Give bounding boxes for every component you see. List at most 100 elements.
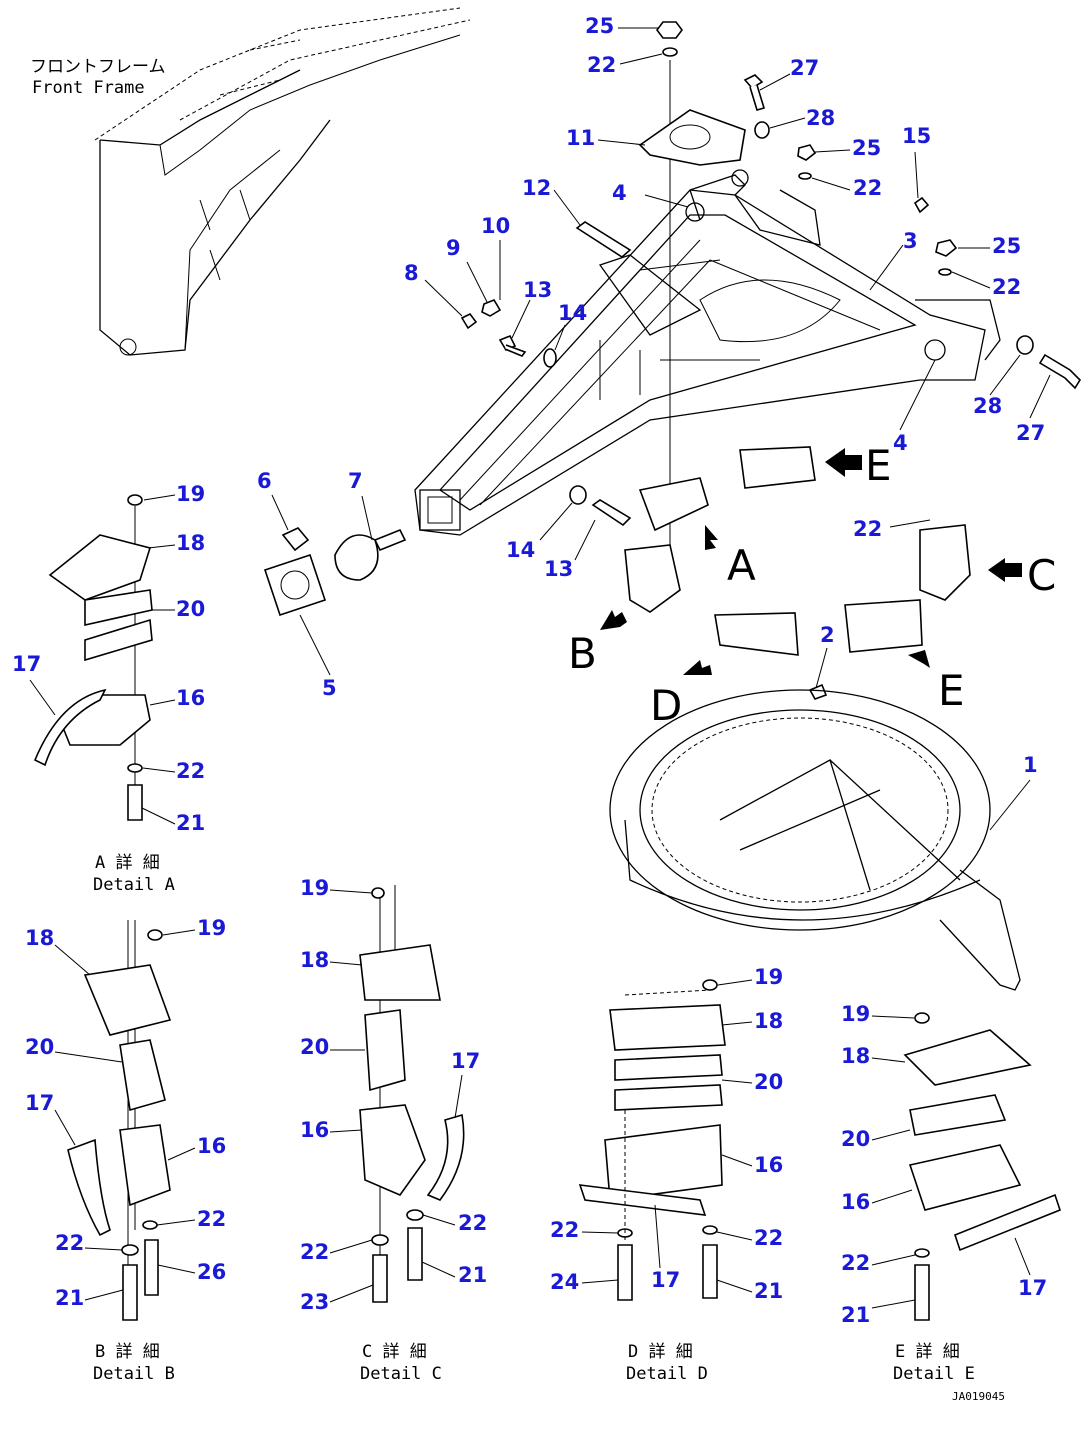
plate-5 [263,553,327,617]
detail-d-caption-en: Detail D [626,1364,708,1384]
callout: 1 [1023,753,1038,777]
pin-12 [575,221,632,258]
callout: 18 [25,926,54,950]
detail-b-drawing [67,920,172,1321]
callout: 20 [754,1070,783,1094]
front-frame-label-en: Front Frame [32,78,145,98]
callout: 21 [458,1263,487,1287]
callout: 17 [651,1268,680,1292]
callout: 22 [300,1240,329,1264]
detail-a-drawing [33,494,153,821]
callout: 11 [566,126,595,150]
detail-a-caption-en: Detail A [93,875,175,895]
callout: 23 [300,1290,329,1314]
view-letter-e1: E [865,441,892,490]
callout: 2 [820,623,835,647]
drawbar-drawing [414,169,1001,536]
callout: 22 [841,1251,870,1275]
callout: 16 [197,1134,226,1158]
callout: 4 [893,431,908,455]
callout: 27 [790,56,819,80]
callout: 13 [523,278,552,302]
callout: 9 [446,236,461,260]
callout: 22 [458,1211,487,1235]
callout: 14 [558,301,587,325]
view-letter-e2: E [938,666,965,715]
callout: 16 [176,686,205,710]
callout: 4 [612,181,627,205]
callout: 18 [754,1009,783,1033]
detail-c-caption-jp: C 詳 細 [362,1342,427,1362]
detail-d-drawing [578,979,726,1301]
callout: 5 [322,676,337,700]
callout: 16 [841,1190,870,1214]
callout: 19 [754,965,783,989]
callout: 19 [176,482,205,506]
callout: 28 [973,394,1002,418]
callout: 19 [841,1002,870,1026]
callout: 22 [853,517,882,541]
view-arrows [600,448,1022,675]
view-letter-c: C [1027,551,1056,600]
washer-28-top [754,121,770,139]
callout: 21 [55,1286,84,1310]
detail-e-drawing [903,1012,1061,1321]
callout: 24 [550,1270,579,1294]
callout: 16 [300,1118,329,1142]
view-letter-b: B [568,629,597,678]
detail-e-caption-en: Detail E [893,1364,975,1384]
callout: 18 [300,948,329,972]
detail-b-caption-jp: B 詳 細 [95,1342,160,1362]
callout: 25 [852,136,881,160]
detail-c-drawing [359,885,465,1303]
callout: 20 [300,1035,329,1059]
callout: 22 [550,1218,579,1242]
callout: 22 [197,1207,226,1231]
callout: 10 [481,214,510,238]
callout: 28 [806,106,835,130]
callout: 21 [841,1303,870,1327]
ball-stud-7 [334,534,379,581]
callout: 22 [176,759,205,783]
callout: 20 [841,1127,870,1151]
detail-b-caption-en: Detail B [93,1364,175,1384]
callout: 22 [55,1231,84,1255]
callout: 16 [754,1153,783,1177]
callout: 26 [197,1260,226,1284]
detail-a-caption-jp: A 詳 細 [95,853,160,873]
callout: 14 [506,538,535,562]
nut-25-mid [797,144,817,161]
leader-lines [29,27,1051,1309]
callout: 17 [451,1049,480,1073]
callout: 22 [754,1226,783,1250]
callout: 18 [176,531,205,555]
washer-22-top [662,47,678,57]
callout: 19 [300,876,329,900]
callout: 7 [348,469,363,493]
callout: 20 [176,597,205,621]
callout: 20 [25,1035,54,1059]
callout: 22 [992,275,1021,299]
callout: 22 [587,53,616,77]
wear-plates-cluster [624,446,971,700]
callout: 21 [176,811,205,835]
view-letter-a: A [727,541,756,590]
part-15 [913,196,930,214]
callout: 19 [197,916,226,940]
callout: 25 [992,234,1021,258]
front-frame-label-jp: フロントフレーム [30,57,166,77]
detail-captions: A 詳 細 Detail A B 詳 細 Detail B C 詳 細 Deta… [93,853,975,1384]
callout: 12 [522,176,551,200]
callout: 21 [754,1279,783,1303]
callout: 27 [1016,421,1045,445]
nut-25-right [935,239,958,257]
callout: 17 [25,1091,54,1115]
callout: 25 [585,14,614,38]
callout: 17 [1018,1276,1047,1300]
view-letter-d: D [650,681,682,730]
callout: 17 [12,652,41,676]
callout: 8 [404,261,419,285]
callout: 18 [841,1044,870,1068]
